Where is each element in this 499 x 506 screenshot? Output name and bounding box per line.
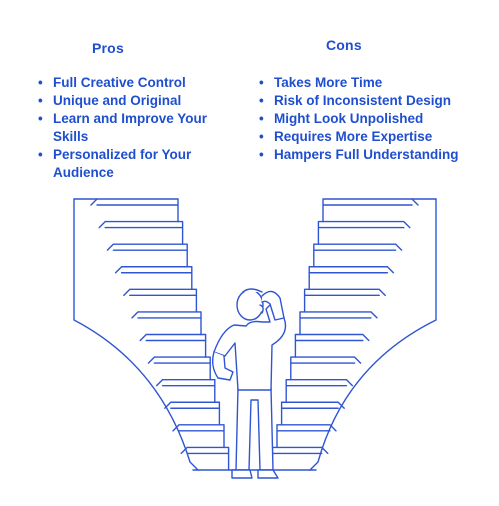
pros-item: Learn and Improve Your Skills <box>38 110 238 146</box>
stair-step <box>299 311 378 336</box>
pros-item: Unique and Original <box>38 92 238 110</box>
stair-step <box>308 266 395 291</box>
stair-step <box>294 333 370 358</box>
stair-step <box>123 288 198 313</box>
stair-step <box>317 220 411 245</box>
person-thinking-icon <box>211 288 287 479</box>
stair-step <box>164 401 221 426</box>
pros-item: Full Creative Control <box>38 74 238 92</box>
cons-item: Might Look Unpolished <box>259 110 499 128</box>
stair-step <box>106 243 188 268</box>
cons-list: Takes More Time Risk of Inconsistent Des… <box>259 74 499 164</box>
stair-step <box>155 378 216 403</box>
pros-item: Personalized for Your Audience <box>38 146 238 182</box>
cons-item: Hampers Full Understanding <box>259 146 499 164</box>
stair-step <box>276 424 337 449</box>
stair-step <box>147 356 211 381</box>
stair-step <box>114 266 193 291</box>
cons-item: Takes More Time <box>259 74 499 92</box>
stair-step <box>280 401 345 426</box>
stair-step <box>290 356 362 381</box>
stair-step <box>322 198 419 223</box>
pros-list: Full Creative Control Unique and Origina… <box>38 74 238 182</box>
stair-step <box>285 378 354 403</box>
cons-heading: Cons <box>326 37 362 53</box>
stair-step <box>98 220 184 245</box>
stair-step <box>313 243 403 268</box>
pros-heading: Pros <box>92 40 124 56</box>
stair-step <box>139 333 207 358</box>
stair-step <box>303 288 386 313</box>
cons-item: Requires More Expertise <box>259 128 499 146</box>
stair-step <box>172 424 225 449</box>
left-staircase <box>73 198 230 471</box>
stair-step <box>180 446 230 471</box>
stair-step <box>90 198 179 223</box>
cons-item: Risk of Inconsistent Design <box>259 92 499 110</box>
right-staircase <box>271 198 437 471</box>
stair-step <box>131 311 202 336</box>
